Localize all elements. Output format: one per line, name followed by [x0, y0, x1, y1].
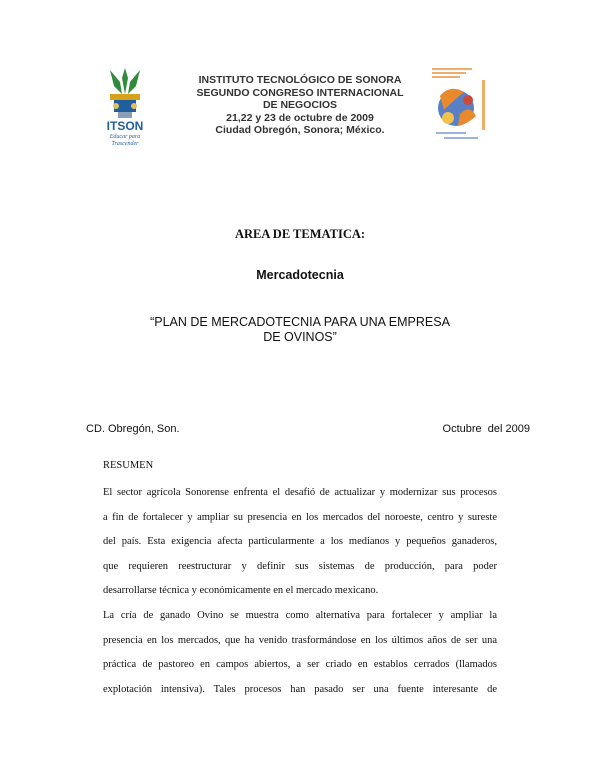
abstract-line: desarrollarse técnica y económicamente e… — [103, 585, 379, 597]
header-line-3: DE NEGOCIOS — [262, 99, 338, 111]
abstract-heading: RESUMEN — [103, 460, 154, 471]
itson-tagline-2: Trascender — [112, 141, 140, 147]
abstract-line: del país. Esta exigencia afecta particul… — [103, 536, 497, 548]
abstract-line: La cría de ganado Ovino se muestra como … — [103, 609, 497, 621]
abstract-line: a fin de fortalecer y ampliar su presenc… — [103, 511, 497, 523]
itson-wordmark: ITSON — [107, 119, 144, 133]
header-line-4: 21,22 y 23 de octubre de 2009 — [226, 111, 374, 124]
date-text: Octubre del 2009 — [442, 423, 530, 435]
document-title-line-1: “PLAN DE MERCADOTECNIA PARA UNA EMPRESA — [150, 315, 450, 329]
conference-header: INSTITUTO TECNOLÓGICO DE SONORA SEGUNDO … — [170, 74, 430, 137]
document-title-line-2: DE OVINOS” — [263, 330, 337, 344]
thematic-area-heading: AREA DE TEMATICA: — [234, 227, 366, 241]
abstract-line: presencia en los mercados, que ha venido… — [103, 634, 497, 646]
place-text: CD. Obregón, Son. — [86, 423, 180, 435]
header-line-2: SEGUNDO CONGRESO INTERNACIONAL — [196, 86, 404, 99]
abstract-line: práctica de pastoreo en campos abiertos,… — [103, 659, 497, 671]
header-line-1: INSTITUTO TECNOLÓGICO DE SONORA — [198, 74, 402, 86]
congress-logo — [430, 66, 492, 144]
abstract-line: El sector agrícola Sonorense enfrenta el… — [103, 487, 497, 498]
itson-tagline-1: Educar para — [109, 134, 141, 140]
itson-logo: ITSON Educar para Trascender — [100, 64, 150, 148]
subject-heading: Mercadotecnia — [256, 268, 344, 282]
abstract-line: que requieren reestructurar y definir su… — [103, 560, 497, 572]
abstract-line: explotación intensiva). Tales procesos h… — [103, 683, 497, 695]
document-title: “PLAN DE MERCADOTECNIA PARA UNA EMPRESA … — [100, 315, 500, 345]
abstract-body: El sector agrícola Sonorense enfrenta el… — [103, 484, 497, 705]
header-line-5: Ciudad Obregón, Sonora; México. — [215, 124, 385, 136]
